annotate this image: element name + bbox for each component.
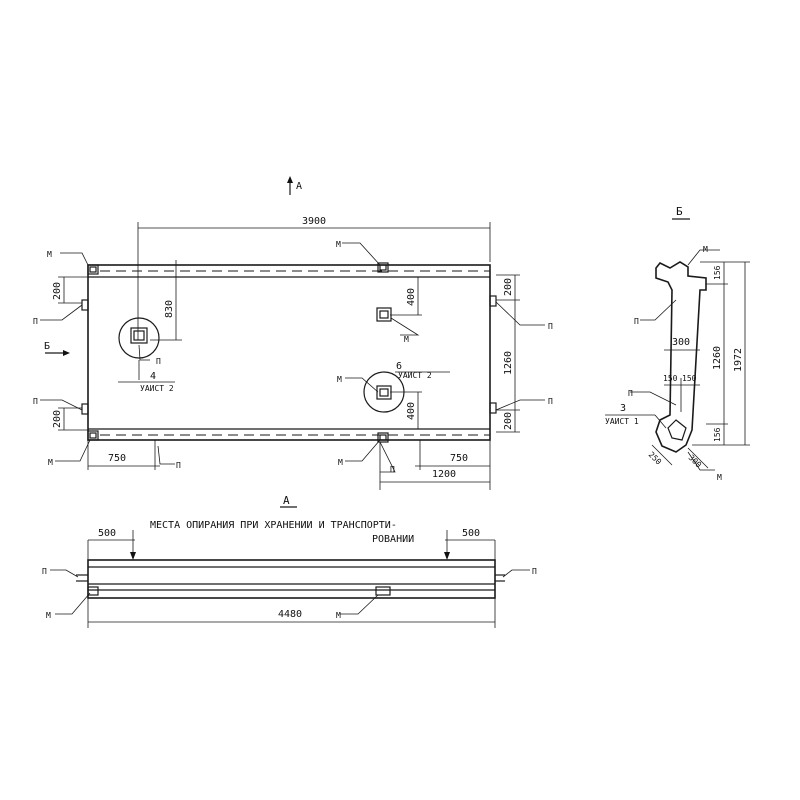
embed-plate-upper [376, 307, 392, 322]
embed-plate-top-mid [377, 262, 389, 273]
dim-500-left: 500 [98, 528, 116, 539]
dim-4480: 4480 [278, 609, 302, 620]
label-p-lt: П [33, 317, 38, 326]
dim-156-bottom: 156 [713, 427, 722, 442]
section-view: Б 156 1260 156 1972 300 150 150 250 300 … [605, 205, 750, 482]
section-notch [667, 419, 687, 441]
dim-200-rb: 200 [503, 412, 514, 430]
label-m-bottom: М [338, 458, 343, 467]
dim-500-right: 500 [462, 528, 480, 539]
section-title: Б [676, 205, 683, 218]
label-p-rt: П [548, 322, 553, 331]
loop-right-bottom [489, 402, 497, 414]
label-p-node4: П [156, 357, 161, 366]
label-p-lb: П [33, 397, 38, 406]
section-label-p-top: П [634, 317, 639, 326]
section-a-mark: А [296, 181, 302, 192]
support-note-line1: МЕСТА ОПИРАНИЯ ПРИ ХРАНЕНИИ И ТРАНСПОРТИ… [150, 520, 397, 531]
elevation-title: А [283, 494, 290, 507]
label-p-bottom-left: П [176, 461, 181, 470]
dim-400-top: 400 [406, 288, 417, 306]
embed-plate-bl [87, 430, 99, 441]
dim-200-lt: 200 [52, 282, 63, 300]
elev-label-m-left: М [46, 611, 51, 620]
section-label-m-bottom: М [717, 473, 722, 482]
loop-left-bottom [81, 403, 89, 415]
section-label-m-top: М [703, 245, 708, 254]
loop-left-top [81, 299, 89, 311]
embed-plate-bottom-mid [377, 432, 389, 443]
dim-156-top: 156 [713, 265, 722, 280]
embed-plate-tl [87, 264, 99, 275]
dim-section-300: 300 [672, 337, 690, 348]
dim-150-b: 150 [682, 374, 697, 383]
elev-label-p-right: П [532, 567, 537, 576]
slab-outline [87, 264, 491, 441]
plan-view: А 3900 [33, 176, 553, 490]
dim-1200: 1200 [432, 469, 456, 480]
node-3-sheet: УАИСТ 1 [605, 417, 639, 426]
label-p-rb: П [548, 397, 553, 406]
node-4-circle [118, 317, 160, 359]
dim-400-bottom: 400 [406, 402, 417, 420]
dim-750-right: 750 [450, 453, 468, 464]
section-b-mark: Б [44, 341, 50, 352]
dim-1972: 1972 [733, 348, 744, 372]
dim-250: 250 [647, 450, 664, 467]
dim-section-1260: 1260 [712, 346, 723, 370]
node-4-number: 4 [150, 371, 156, 382]
node-4-sheet: УАИСТ 2 [140, 384, 174, 393]
dim-1260: 1260 [503, 351, 514, 375]
dim-200-rt: 200 [503, 278, 514, 296]
support-note-line2: РОВАНИИ [372, 534, 414, 545]
label-m-upper: М [404, 335, 409, 344]
loop-right-top [489, 295, 497, 307]
embed-plate-left [130, 327, 148, 344]
embed-plate-elev-mid [375, 586, 391, 596]
elev-label-p-left: П [42, 567, 47, 576]
elev-label-m-mid: М [336, 611, 341, 620]
node-3-number: 3 [620, 403, 626, 414]
node-6-number: 6 [396, 361, 402, 372]
label-p-bottom: П [390, 465, 395, 474]
label-m-tl: М [47, 250, 52, 259]
dim-3900: 3900 [302, 216, 326, 227]
embed-plate-lower [376, 385, 392, 400]
elevation-view: А МЕСТА ОПИРАНИЯ ПРИ ХРАНЕНИИ И ТРАНСПОР… [42, 494, 537, 628]
section-label-p-bottom: П [628, 389, 633, 398]
dim-150-a: 150 [663, 374, 678, 383]
elevation-outline [87, 559, 496, 599]
label-m-bl: М [48, 458, 53, 467]
label-m-node6: М [337, 375, 342, 384]
section-profile [655, 261, 707, 453]
dim-line-300b [687, 447, 709, 469]
dim-830: 830 [164, 300, 175, 318]
dim-300b: 300 [687, 453, 704, 470]
embed-plate-elev-left [87, 586, 99, 596]
dim-200-lb: 200 [52, 410, 63, 428]
dim-750-left: 750 [108, 453, 126, 464]
label-m-top: М [336, 240, 341, 249]
dim-line-250 [651, 444, 673, 466]
node-6-sheet: УАИСТ 2 [398, 371, 432, 380]
